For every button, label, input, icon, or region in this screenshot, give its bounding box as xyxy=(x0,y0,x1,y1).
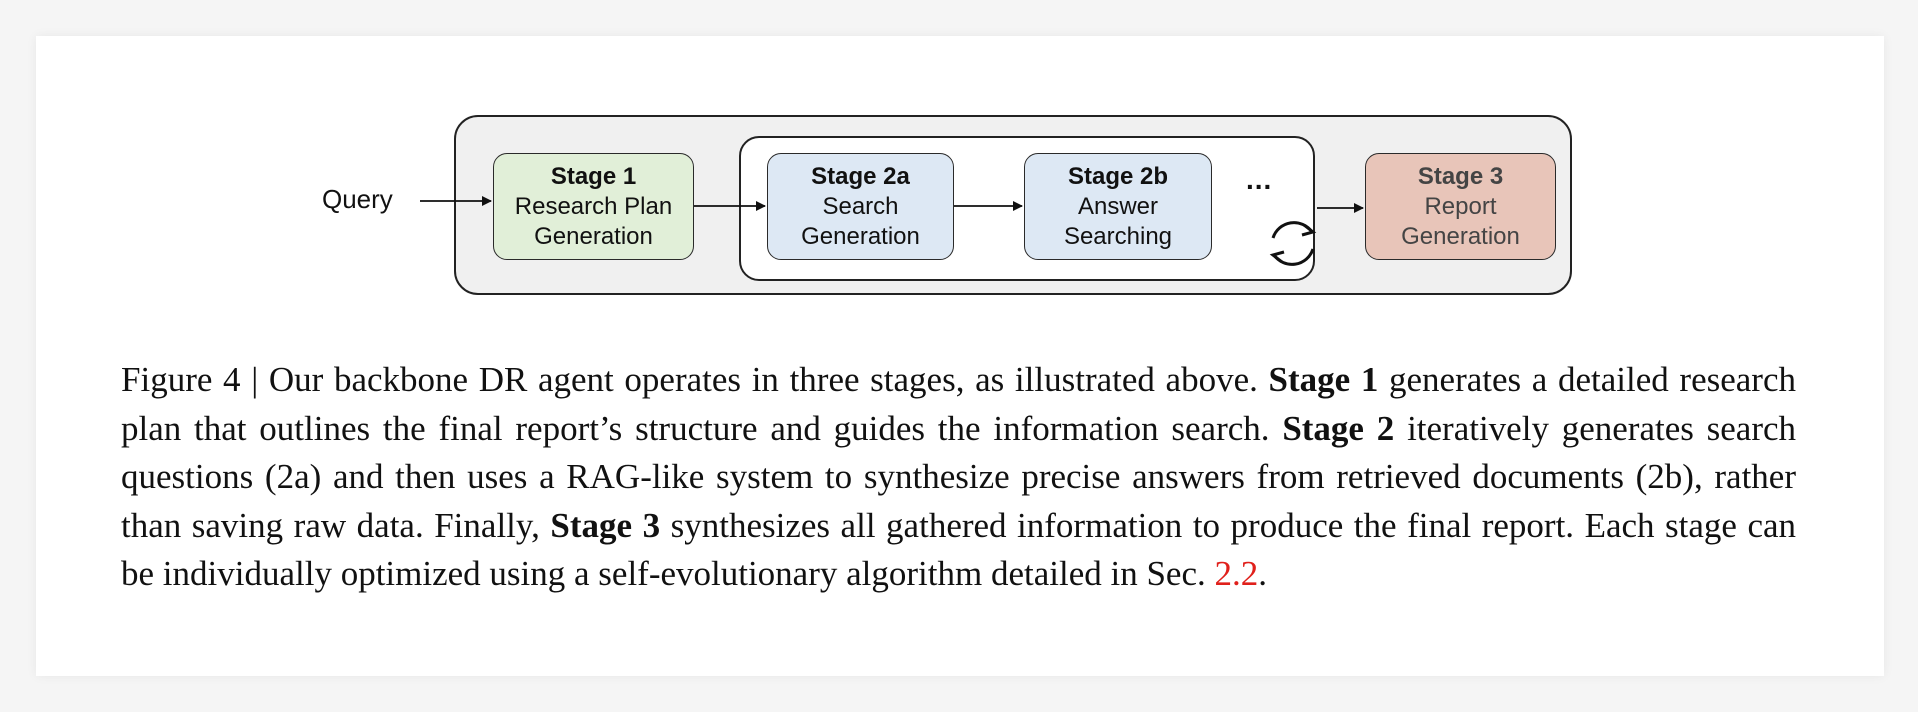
stage-2a-title: Stage 2a xyxy=(811,162,910,190)
stage-1-title: Stage 1 xyxy=(550,162,637,190)
figure-caption: Figure 4 | Our backbone DR agent operate… xyxy=(121,356,1796,599)
stage-2b-line1: Answer xyxy=(1077,192,1159,220)
stage-1-box: Stage 1 Research Plan Generation xyxy=(493,153,694,260)
pipeline-diagram: Query Stage 1 Research Plan Generation S… xyxy=(36,36,1884,336)
stage-3-line1: Report xyxy=(1424,192,1497,220)
stage-2b-box: Stage 2b Answer Searching xyxy=(1024,153,1212,260)
query-label: Query xyxy=(322,184,393,214)
stage-3-box: Stage 3 Report Generation xyxy=(1365,153,1556,260)
section-ref-link[interactable]: 2.2 xyxy=(1214,554,1259,593)
stage-2a-box: Stage 2a Search Generation xyxy=(767,153,954,260)
stage-3-line2: Generation xyxy=(1401,222,1520,250)
caption-bold-stage1: Stage 1 xyxy=(1268,360,1379,399)
caption-bold-stage2: Stage 2 xyxy=(1282,408,1395,448)
caption-bold-stage3: Stage 3 xyxy=(550,505,661,545)
stage-2b-title: Stage 2b xyxy=(1067,162,1169,190)
ellipsis: ... xyxy=(1246,164,1273,195)
caption-text-3: iteratively generates search questions (… xyxy=(121,408,1797,545)
figure-page: Query Stage 1 Research Plan Generation S… xyxy=(36,36,1884,676)
stage-1-line1: Research Plan xyxy=(514,192,673,220)
stage-2a-line2: Generation xyxy=(801,222,920,250)
arrows-layer xyxy=(420,196,1364,266)
caption-text-1: Figure 4 | Our backbone DR agent operate… xyxy=(121,360,1258,399)
caption-text-2: generates a detailed research plan that … xyxy=(121,360,1796,448)
stage-2a-line1: Search xyxy=(822,192,899,220)
caption-end: . xyxy=(1258,554,1267,593)
stage-3-title: Stage 3 xyxy=(1417,162,1504,190)
stage-1-line2: Generation xyxy=(534,222,653,250)
refresh-cycle-icon xyxy=(1269,221,1317,266)
caption-text-4: synthesizes all gathered information to … xyxy=(121,505,1797,594)
stage-2b-line2: Searching xyxy=(1063,222,1173,250)
